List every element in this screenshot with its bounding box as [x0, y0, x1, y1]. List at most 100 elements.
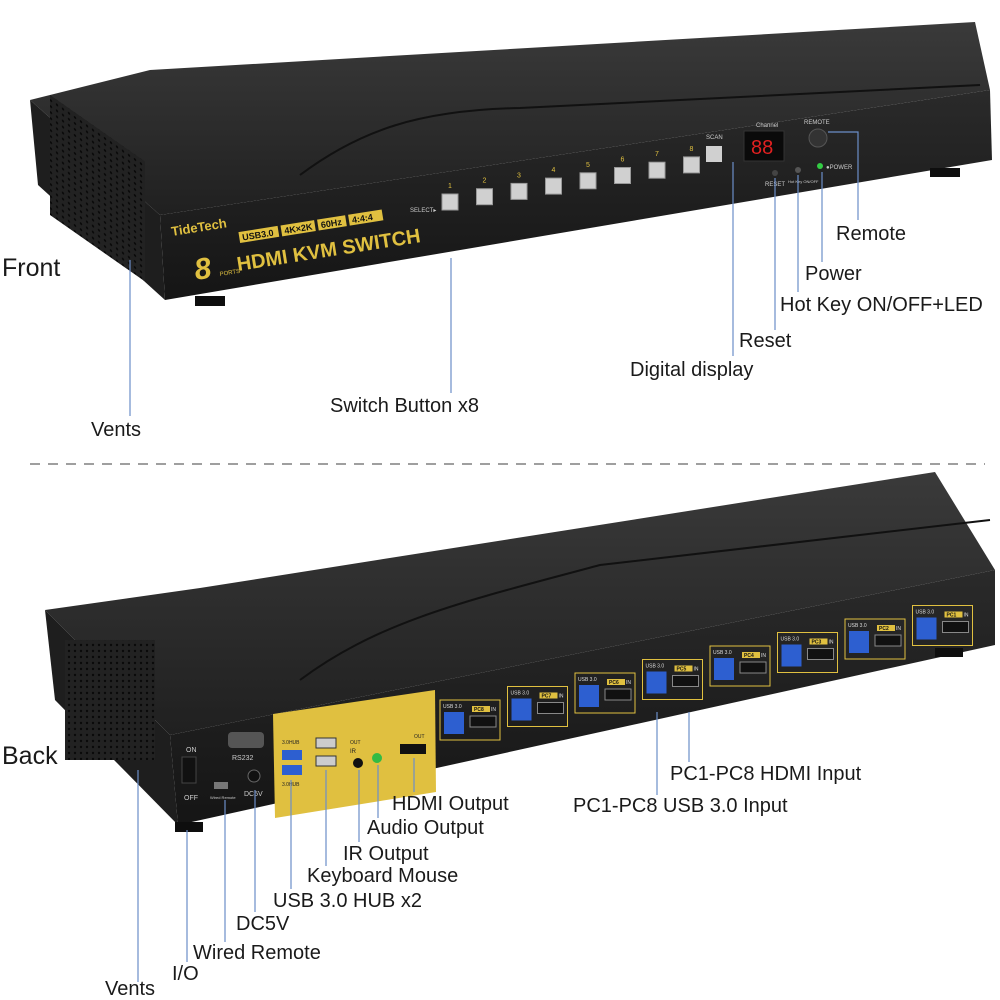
hdmi-input-port — [874, 634, 902, 647]
brand-badge — [348, 209, 384, 226]
hdmi-input-port — [942, 621, 969, 633]
line-remote — [828, 131, 859, 220]
pc-port-frame — [439, 699, 501, 741]
scan-label: SCAN — [706, 135, 723, 141]
brand-badge — [238, 225, 280, 243]
hdmi-input-port — [537, 702, 564, 714]
channel-label: Channel — [756, 123, 778, 129]
pc-badge — [472, 706, 490, 712]
callout-keyboard-mouse: Keyboard Mouse — [307, 865, 459, 887]
switch-button-7[interactable] — [648, 161, 666, 179]
brand-badge-text: 4K×2K — [284, 221, 314, 235]
callout-audio-output: Audio Output — [367, 817, 484, 839]
usb-port-label: USB 3.0 — [443, 704, 462, 710]
switch-button-6[interactable] — [614, 167, 631, 184]
switch-button-8[interactable] — [683, 156, 700, 174]
pc-port-name: PC7 — [542, 694, 552, 700]
switch-button-3[interactable] — [510, 182, 528, 200]
pc-port-frame — [709, 645, 771, 687]
scan-button[interactable] — [706, 146, 722, 162]
power-switch[interactable] — [181, 756, 197, 784]
in-label: IN — [964, 613, 969, 619]
remote-sensor-label: REMOTE — [804, 120, 830, 126]
usb-input-port — [714, 658, 734, 680]
power-led — [817, 163, 823, 169]
hdmi-input-port — [672, 675, 699, 687]
callout-vents-front: Vents — [91, 419, 142, 441]
usb-input-port — [444, 712, 464, 734]
digital-display — [743, 130, 785, 162]
callout-remote: Remote — [836, 223, 907, 245]
back-vents — [65, 640, 155, 760]
usb-input-port — [849, 631, 869, 653]
pc-badge — [742, 652, 760, 658]
switch-button-number: 8 — [690, 146, 694, 153]
remote-sensor — [808, 128, 828, 148]
in-label: IN — [896, 626, 901, 632]
off-label: OFF — [184, 795, 198, 802]
callout-usb-hub: USB 3.0 HUB x2 — [273, 890, 422, 912]
front-callout-lines — [129, 131, 859, 416]
usb-input-port — [781, 644, 802, 667]
pc-port-frame — [507, 686, 568, 727]
pc-port-frame — [777, 632, 838, 673]
switch-button-5[interactable] — [579, 172, 597, 190]
switch-button-number: 5 — [586, 162, 590, 169]
mouse-port — [315, 755, 337, 767]
pc-port-frame — [844, 618, 906, 660]
in-label: IN — [829, 640, 834, 646]
switch-button-number: 1 — [448, 183, 452, 190]
display-value: 88 — [751, 137, 773, 159]
callout-hotkey: Hot Key ON/OFF+LED — [780, 294, 983, 316]
select-label: SELECT▸ — [410, 208, 436, 214]
callout-reset: Reset — [739, 330, 792, 352]
callout-switch-button: Switch Button x8 — [330, 395, 479, 417]
brand-badges: USB3.0 4K×2K 60Hz 4:4:4 — [238, 209, 384, 243]
back-chassis-top — [45, 472, 995, 735]
pc-port-name: PC1 — [947, 613, 957, 619]
usb-input-port — [646, 671, 667, 694]
hub-label-top: 3.0HUB — [282, 740, 300, 746]
switch-button-1[interactable] — [441, 193, 459, 211]
power-led-label: ●POWER — [826, 165, 853, 171]
usb-port-label: USB 3.0 — [646, 664, 665, 670]
callout-dc5v: DC5V — [236, 913, 290, 935]
in-label: IN — [626, 680, 631, 686]
switch-button-number: 3 — [517, 172, 521, 179]
ports-word: PORTS — [219, 269, 240, 278]
usb-port-label: USB 3.0 — [578, 677, 597, 683]
pc-badge — [539, 692, 558, 699]
port-count: 8 — [192, 252, 214, 287]
callout-hdmi-output: HDMI Output — [392, 793, 509, 815]
brand-badge-text: 4:4:4 — [351, 212, 373, 225]
callout-ir-output: IR Output — [343, 843, 429, 865]
front-foot-left — [195, 296, 225, 306]
ir-out-label: OUT — [350, 740, 361, 746]
switch-button-4[interactable] — [545, 177, 562, 195]
ir-label: IR — [350, 749, 357, 755]
dc5v-label: DC5V — [244, 791, 263, 798]
reset-button[interactable] — [772, 170, 778, 176]
switch-button-2[interactable] — [476, 188, 493, 206]
callout-usb-input: PC1-PC8 USB 3.0 Input — [573, 795, 788, 817]
wired-remote-port — [214, 782, 228, 789]
usb-port-label: USB 3.0 — [713, 650, 732, 656]
back-section-label: Back — [2, 742, 58, 770]
pc-port-frame — [912, 605, 973, 646]
hdmi-input-port — [807, 648, 834, 660]
switch-button-number: 7 — [655, 151, 659, 158]
brand-badge-text: 60Hz — [320, 217, 343, 230]
brand-badge — [317, 215, 347, 231]
switch-button-number: 2 — [483, 178, 487, 185]
usb-port-label: USB 3.0 — [511, 691, 530, 697]
brand-badge-text: USB3.0 — [242, 228, 275, 243]
pc-badge — [809, 638, 828, 645]
callout-digital-display: Digital display — [630, 359, 754, 381]
